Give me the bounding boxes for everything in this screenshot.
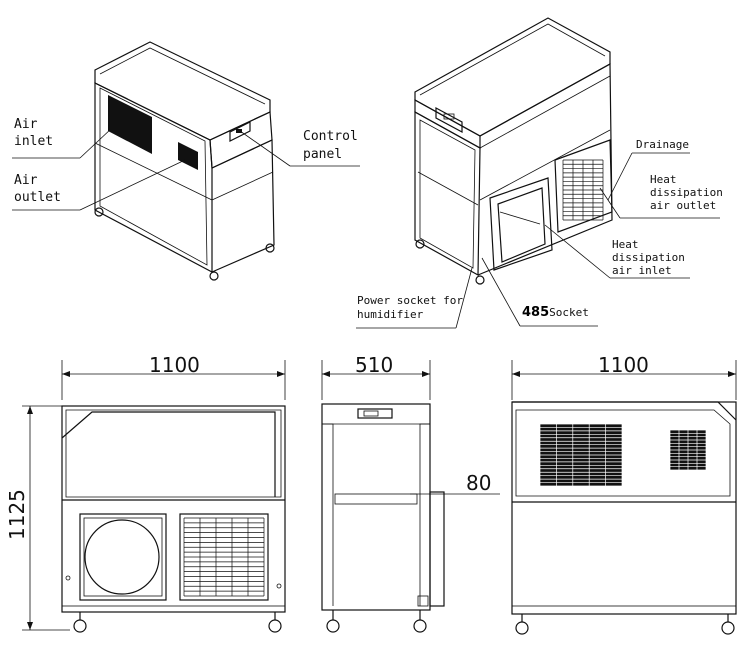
front-wheels [73, 612, 282, 633]
front-view: 1100 1125 [5, 353, 286, 633]
back-grille-small [669, 429, 707, 471]
power-socket-label: Power socket for humidifier [357, 294, 470, 321]
back-view: 1100 [511, 353, 737, 635]
front-width-dimension: 1100 [149, 353, 200, 377]
iso-back-unit [414, 17, 613, 285]
side-view: 510 80 [321, 353, 500, 633]
control-panel-label: Control panel [303, 129, 366, 162]
air-outlet-label: Air outlet [14, 173, 61, 205]
iso-back-leaders [356, 152, 720, 329]
side-depth-dimension: 510 [355, 353, 393, 377]
iso-front-unit [94, 41, 275, 281]
side-protrusion-dimension: 80 [466, 471, 491, 495]
height-dimension: 1125 [5, 489, 29, 540]
back-width-dimension: 1100 [598, 353, 649, 377]
socket-485-label: 485Socket [522, 305, 589, 320]
air-inlet-label: Air inlet [14, 117, 53, 149]
heat-dissipation-inlet-label: Heat dissipation air inlet [612, 238, 691, 277]
drainage-label: Drainage [636, 138, 689, 151]
heat-outlet-grille [562, 159, 604, 221]
back-grille-large [539, 423, 623, 487]
heat-dissipation-outlet-label: Heat dissipation air outlet [650, 173, 729, 212]
front-grille [183, 517, 265, 597]
iso-front-leaders [12, 127, 360, 211]
